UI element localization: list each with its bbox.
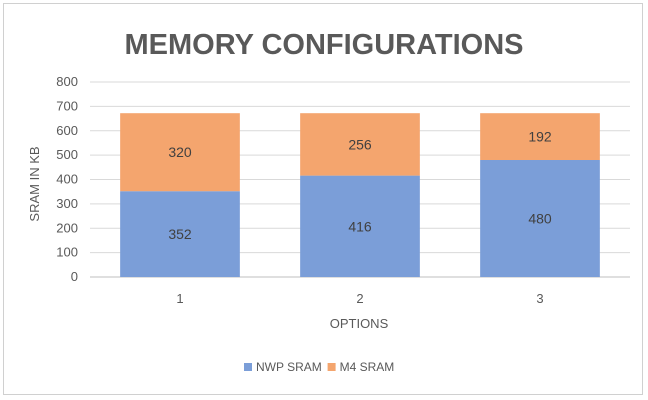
legend-swatch (327, 363, 336, 371)
data-label: 480 (528, 211, 552, 227)
y-tick-label: 0 (71, 269, 78, 284)
y-tick-label: 400 (56, 172, 78, 187)
data-label: 256 (348, 136, 372, 152)
bar-segment (300, 175, 420, 277)
x-tick-label: 1 (176, 291, 183, 306)
x-tick-label: 3 (536, 291, 543, 306)
data-label: 352 (168, 226, 192, 242)
legend-label: NWP SRAM (256, 360, 322, 374)
data-label: 416 (348, 218, 372, 234)
data-label: 320 (168, 144, 192, 160)
legend: NWP SRAM M4 SRAM (244, 360, 394, 374)
bar-segment (300, 113, 420, 176)
y-tick-label: 300 (56, 196, 78, 211)
y-axis-label: SRAM IN KB (27, 146, 42, 221)
bar-segment (120, 113, 240, 192)
legend-label: M4 SRAM (340, 360, 395, 374)
y-axis-ticks: 0 100 200 300 400 500 600 700 800 (56, 74, 78, 284)
y-tick-label: 100 (56, 245, 78, 260)
legend-swatch (244, 363, 252, 371)
bar-segment (480, 113, 600, 160)
y-tick-label: 500 (56, 147, 78, 162)
memory-chart: MEMORY CONFIGURATIONS 0 100 200 300 400 500 60… (27, 29, 630, 374)
bar-segment (480, 160, 600, 277)
chart-frame: MEMORY CONFIGURATIONS 0 100 200 300 400 500 60… (3, 3, 643, 395)
x-axis-label: OPTIONS (330, 316, 389, 331)
y-tick-label: 600 (56, 123, 78, 138)
y-tick-label: 200 (56, 220, 78, 235)
y-tick-label: 700 (56, 98, 78, 113)
chart-title: MEMORY CONFIGURATIONS (124, 29, 523, 61)
y-tick-label: 800 (56, 74, 78, 89)
data-label: 192 (528, 129, 552, 145)
x-tick-label: 2 (356, 291, 363, 306)
bars: 352 320 416 256 480 192 (120, 113, 600, 277)
bar-segment (120, 191, 240, 277)
x-axis-ticks: 1 2 3 (176, 291, 543, 306)
